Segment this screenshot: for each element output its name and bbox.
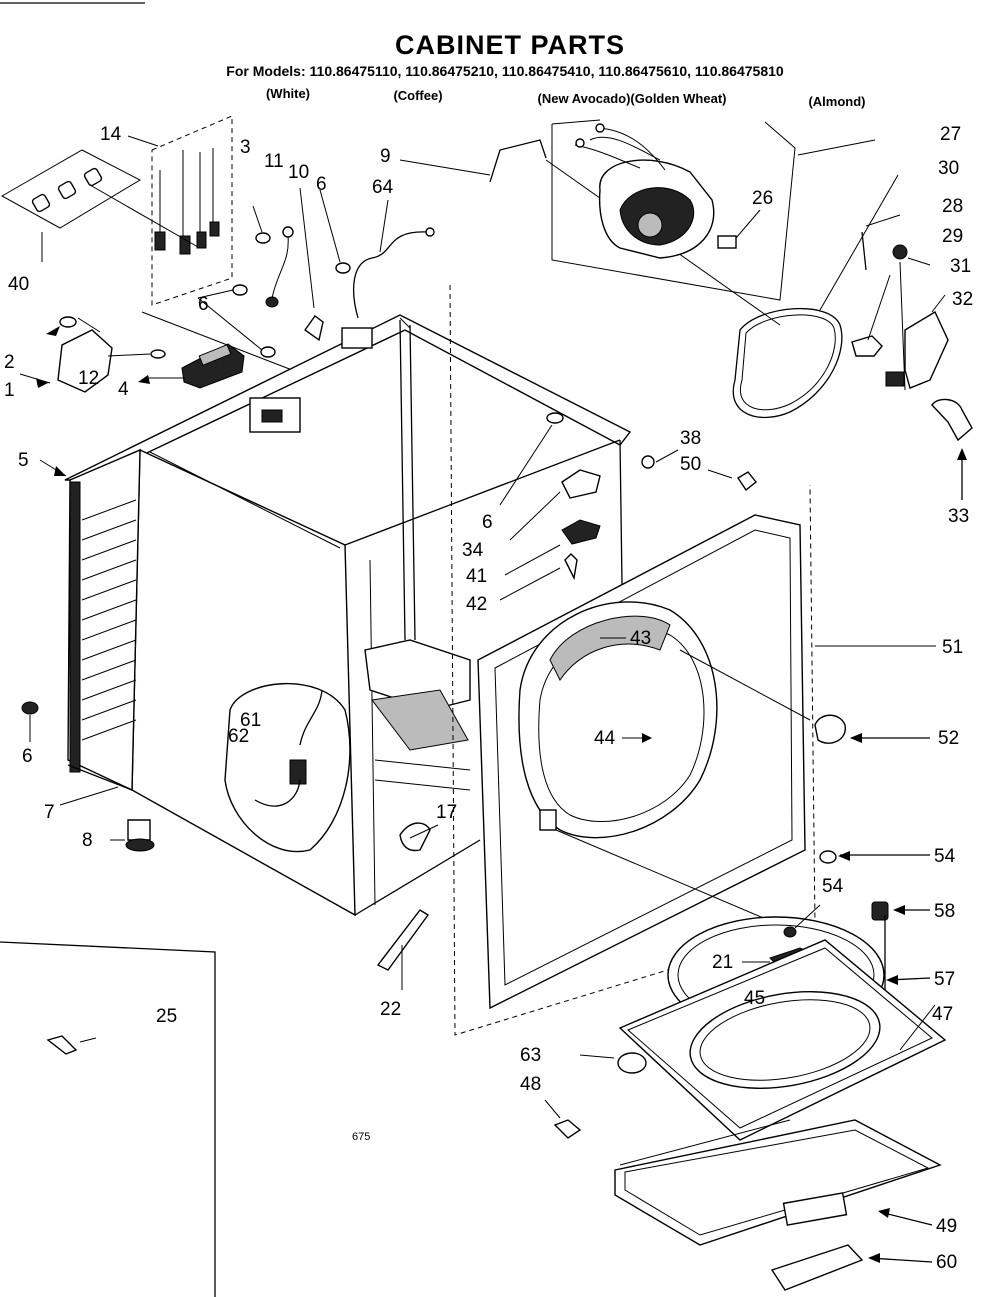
callout-17: 17 [436, 802, 457, 823]
part-51-front-panel [449, 284, 816, 1036]
callout-labels: 14 3 11 10 6 9 64 27 30 28 29 31 32 26 4… [4, 124, 973, 1273]
callout-25: 25 [156, 1006, 177, 1027]
footnote: 675 [352, 1131, 370, 1143]
main-cabinet [64, 314, 632, 917]
callout-1: 1 [4, 380, 15, 401]
callout-3: 3 [240, 137, 251, 158]
callout-50: 50 [680, 454, 701, 475]
callout-6-mid: 6 [482, 512, 493, 533]
part-30-belt [732, 174, 899, 419]
part-60-handle [770, 1244, 933, 1291]
callout-52: 52 [938, 728, 959, 749]
idler-parts [851, 214, 973, 500]
part-63-48 [544, 1052, 647, 1139]
callout-60: 60 [936, 1252, 957, 1273]
door-switch-parts [499, 412, 757, 601]
callout-22: 22 [380, 999, 401, 1020]
callout-51: 51 [942, 637, 963, 658]
callout-29: 29 [942, 226, 963, 247]
diagram-title: CABINET PARTS [395, 30, 625, 60]
callout-11: 11 [264, 151, 284, 172]
callout-32: 32 [952, 289, 973, 310]
callout-28: 28 [942, 196, 963, 217]
color-avocado-wheat: (New Avocado)(Golden Wheat) [538, 91, 727, 106]
callout-54-right: 54 [934, 846, 956, 867]
callout-14: 14 [100, 124, 122, 145]
part-9-bracket [399, 139, 781, 326]
callout-62: 62 [228, 726, 249, 747]
callout-40: 40 [8, 274, 29, 295]
part-22-bracket [376, 909, 430, 990]
callout-33: 33 [948, 506, 969, 527]
callout-63: 63 [520, 1045, 541, 1066]
color-white: (White) [266, 86, 310, 101]
callout-6: 6 [316, 174, 327, 195]
callout-57: 57 [934, 969, 955, 990]
callout-41: 41 [466, 566, 487, 587]
callout-30: 30 [938, 158, 959, 179]
rear-vents [81, 499, 137, 741]
callout-26: 26 [752, 188, 773, 209]
callout-64: 64 [372, 177, 394, 198]
color-coffee: (Coffee) [393, 88, 442, 103]
callout-27: 27 [940, 124, 961, 145]
callout-49: 49 [936, 1216, 957, 1237]
callout-6-upper: 6 [198, 294, 209, 315]
part-40-knob-panel [0, 149, 142, 262]
part-27-motor-assembly [551, 119, 876, 301]
part-64-wire [352, 199, 435, 319]
part-14-harness-bracket [89, 115, 306, 376]
callout-31: 31 [950, 256, 971, 277]
part-47-door [618, 939, 947, 1141]
callout-9: 9 [380, 146, 391, 167]
callout-4: 4 [118, 379, 129, 400]
part-49-door-liner [614, 1119, 942, 1246]
callout-58: 58 [934, 901, 955, 922]
callout-47: 47 [932, 1004, 953, 1025]
callout-6-lower: 6 [22, 746, 33, 767]
left-control-bracket [19, 316, 245, 393]
callout-38: 38 [680, 428, 701, 449]
callout-10: 10 [288, 162, 309, 183]
callout-2: 2 [4, 352, 15, 373]
part-58-nut [871, 901, 930, 921]
callout-5: 5 [18, 450, 29, 471]
callout-61: 61 [240, 710, 261, 731]
part-52-hinge [814, 714, 930, 744]
callout-48: 48 [520, 1074, 541, 1095]
callout-44: 44 [594, 728, 616, 749]
part-25-inset [0, 941, 216, 1297]
part-54-bumper [819, 850, 930, 864]
callout-7: 7 [44, 802, 55, 823]
callout-21: 21 [712, 952, 733, 973]
left-side-hardware [21, 459, 119, 806]
callout-45: 45 [744, 988, 765, 1009]
models-line: For Models: 110.86475110, 110.86475210, … [226, 63, 784, 79]
callout-8: 8 [82, 830, 93, 851]
callout-34: 34 [462, 540, 484, 561]
callout-43: 43 [630, 628, 651, 649]
callout-42: 42 [466, 594, 487, 615]
callout-54-ring: 54 [822, 876, 844, 897]
callout-12: 12 [78, 368, 99, 389]
color-almond: (Almond) [808, 94, 865, 109]
upper-left-hardware [197, 187, 351, 358]
